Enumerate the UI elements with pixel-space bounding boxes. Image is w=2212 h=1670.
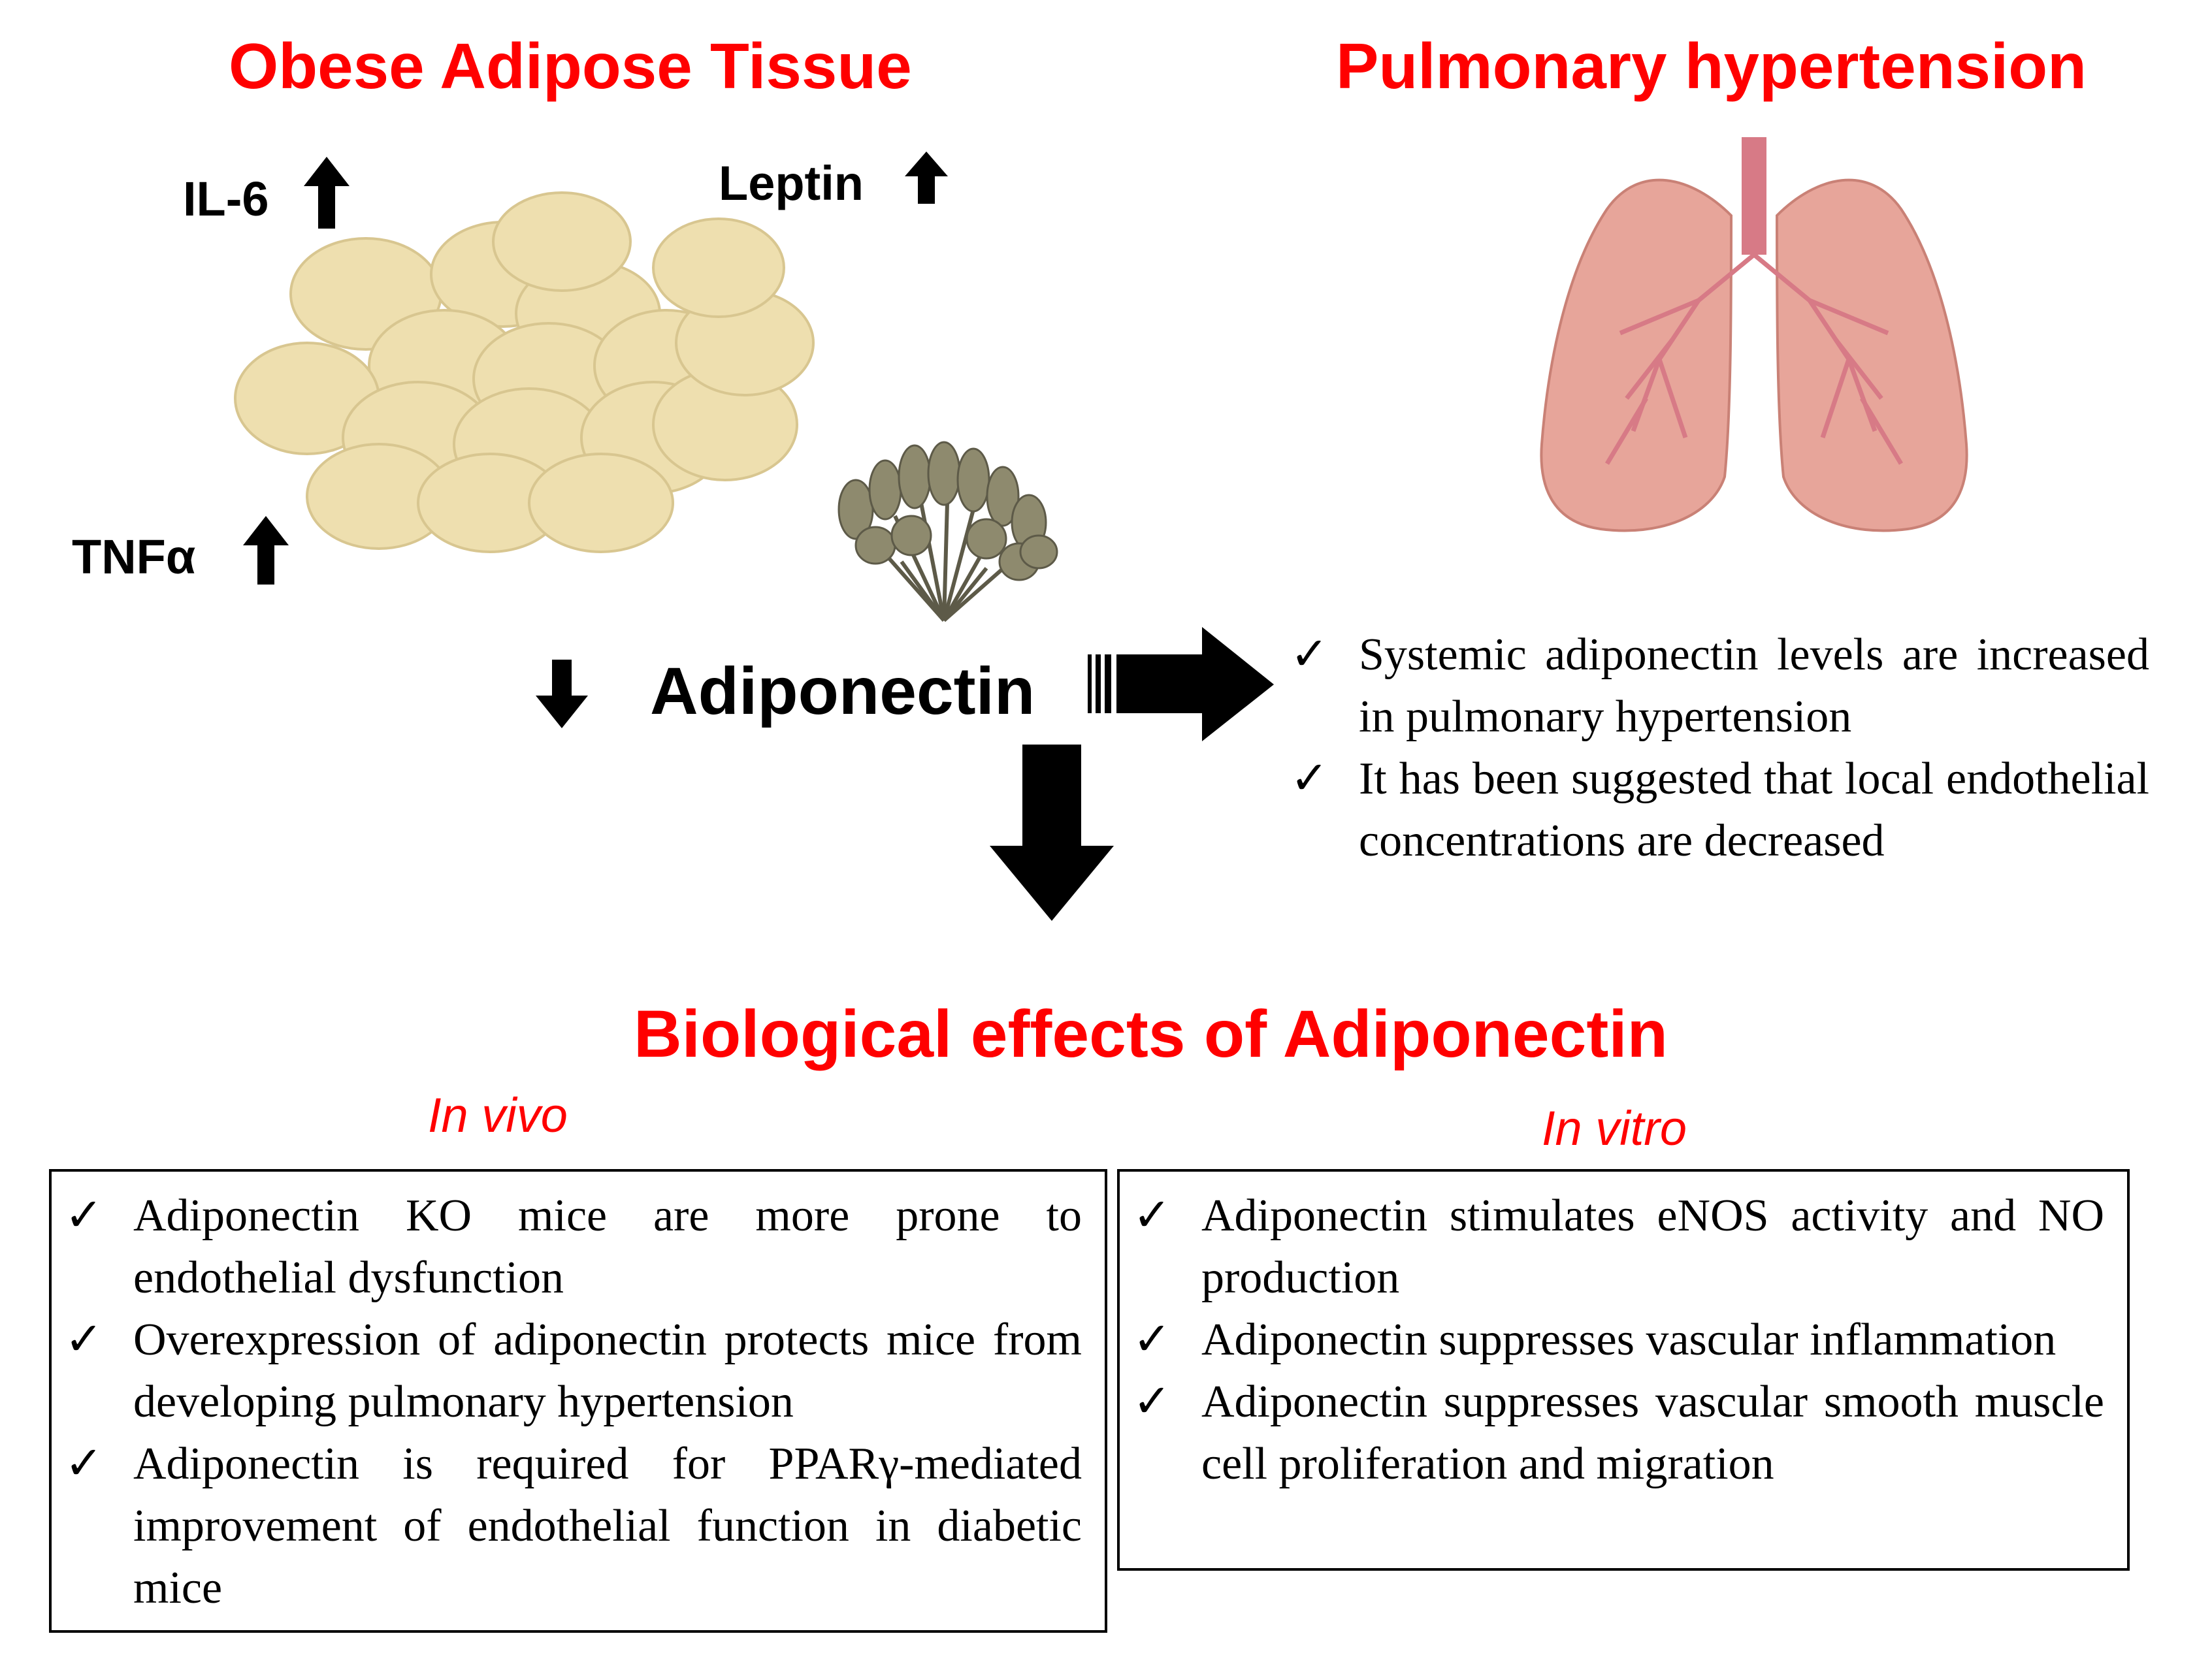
leptin-label: Leptin <box>719 156 864 210</box>
list-item: ✓Adiponectin suppresses vascular smooth … <box>1120 1371 2104 1495</box>
list-item: ✓Overexpression of adiponectin protects … <box>52 1309 1082 1433</box>
arrow-right-icon <box>1088 627 1274 741</box>
in-vivo-box: ✓Adiponectin KO mice are more prone to e… <box>49 1169 1107 1633</box>
arrow-up-icon <box>243 516 289 585</box>
in-vivo-label: In vivo <box>428 1088 568 1142</box>
arrow-down-icon <box>990 745 1114 921</box>
check-mark-icon: ✓ <box>1290 754 1329 804</box>
check-mark-icon: ✓ <box>1133 1377 1171 1427</box>
check-mark-icon: ✓ <box>65 1439 103 1489</box>
arrow-up-icon <box>304 157 350 229</box>
check-mark-icon: ✓ <box>1133 1315 1171 1365</box>
check-mark-icon: ✓ <box>65 1315 103 1365</box>
in-vitro-box: ✓Adiponectin stimulates eNOS activity an… <box>1117 1169 2130 1571</box>
list-item: ✓Adiponectin is required for PPARγ-media… <box>52 1433 1082 1619</box>
adiponectin-label: Adiponectin <box>650 654 1035 728</box>
arrow-down-icon <box>536 660 588 728</box>
lungs-illustration <box>1540 137 1968 532</box>
list-item: ✓Adiponectin KO mice are more prone to e… <box>52 1185 1082 1309</box>
tnfa-label: TNFα <box>72 530 196 584</box>
ph-notes: ✓Systemic adiponectin levels are increas… <box>1277 624 2149 872</box>
check-mark-icon: ✓ <box>1133 1191 1171 1241</box>
list-item: ✓Adiponectin suppresses vascular inflamm… <box>1120 1309 2104 1371</box>
adipose-tissue-title: Obese Adipose Tissue <box>229 30 912 102</box>
biological-effects-title: Biological effects of Adiponectin <box>634 997 1668 1071</box>
in-vitro-label: In vitro <box>1542 1101 1687 1155</box>
adiponectin-protein-icon <box>838 441 1058 622</box>
list-item: ✓Systemic adiponectin levels are increas… <box>1277 624 2149 748</box>
adipocyte-cluster-illustration <box>234 191 815 553</box>
pulmonary-hypertension-title: Pulmonary hypertension <box>1336 30 2087 102</box>
list-item: ✓It has been suggested that local endoth… <box>1277 748 2149 872</box>
check-mark-icon: ✓ <box>65 1191 103 1241</box>
list-item: ✓Adiponectin stimulates eNOS activity an… <box>1120 1185 2104 1309</box>
arrow-up-icon <box>905 152 948 204</box>
il6-label: IL-6 <box>183 172 269 226</box>
check-mark-icon: ✓ <box>1290 630 1329 680</box>
